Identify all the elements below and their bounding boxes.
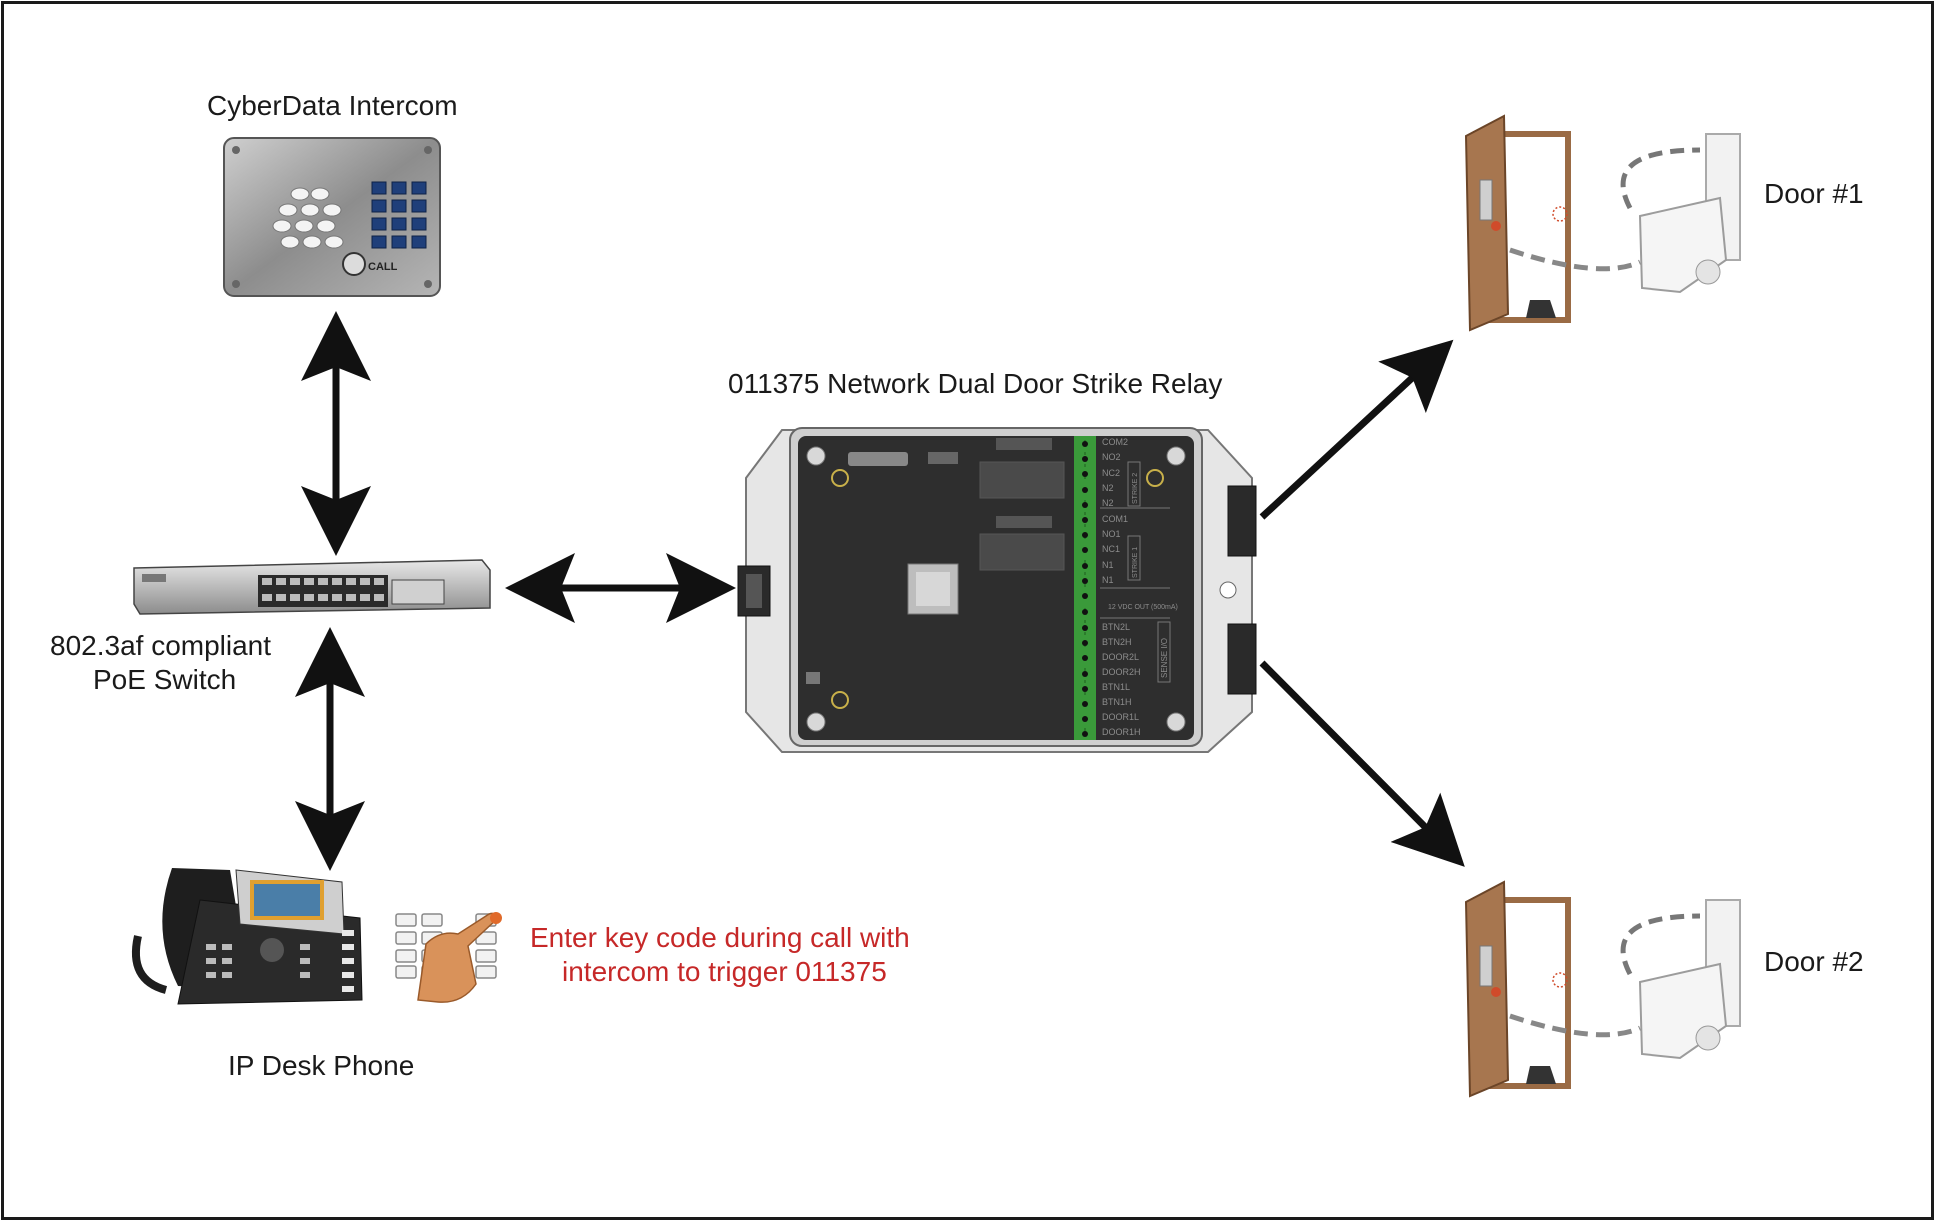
- terminal-label: BTN2L: [1102, 622, 1130, 632]
- terminal-label: BTN2H: [1102, 637, 1132, 647]
- ip-desk-phone: [131, 868, 363, 1005]
- terminal-power-label: 12 VDC OUT (500mA): [1108, 604, 1178, 611]
- terminal-label: NO1: [1102, 529, 1121, 539]
- switch-label-line2: PoE Switch: [93, 664, 237, 695]
- relay-label: 011375 Network Dual Door Strike Relay: [728, 368, 1223, 399]
- call-button: [342, 252, 366, 276]
- terminal-group-label: STRIKE 1: [1132, 547, 1139, 578]
- call-button-label: CALL: [368, 261, 398, 273]
- terminal-label: N2: [1102, 498, 1114, 508]
- terminal-label: NO2: [1102, 452, 1121, 462]
- connection-arrows: [295, 311, 1465, 871]
- terminal-label: NC2: [1102, 468, 1120, 478]
- terminal-group-label: STRIKE 2: [1132, 473, 1139, 504]
- terminal-label: DOOR1H: [1102, 727, 1141, 737]
- terminal-label: COM1: [1102, 514, 1128, 524]
- switch-label-line1: 802.3af compliant: [50, 630, 272, 661]
- door-1-label: Door #1: [1764, 178, 1864, 209]
- terminal-label: N1: [1102, 560, 1114, 570]
- terminal-label: COM2: [1102, 437, 1128, 447]
- terminal-label: DOOR2L: [1102, 652, 1139, 662]
- keypad-hand-icon: [395, 912, 502, 1003]
- terminal-label: BTN1L: [1102, 682, 1130, 692]
- speaker-grille: [272, 187, 344, 249]
- terminal-label: N1: [1102, 575, 1114, 585]
- terminal-group-label: SENSE I/O: [1160, 638, 1169, 678]
- terminal-label: BTN1H: [1102, 697, 1132, 707]
- relay-device: COM2 NO2 NC2 N2 N2 COM1 NO1 NC1 N1 N1 12…: [737, 427, 1257, 753]
- keycode-note-line2: intercom to trigger 011375: [562, 956, 887, 987]
- phone-label: IP Desk Phone: [228, 1050, 415, 1081]
- arrow-relay-door2: [1259, 660, 1465, 867]
- door-1-illustration: [1464, 114, 1741, 332]
- terminal-label: DOOR1L: [1102, 712, 1139, 722]
- intercom-label: CyberData Intercom: [207, 90, 458, 121]
- keypad: [371, 181, 427, 249]
- terminal-label: N2: [1102, 483, 1114, 493]
- terminal-label: NC1: [1102, 544, 1120, 554]
- intercom-device: CALL: [223, 137, 441, 297]
- terminal-label: DOOR2H: [1102, 667, 1141, 677]
- keycode-note-line1: Enter key code during call with: [530, 922, 910, 953]
- door-2-illustration: [1464, 880, 1741, 1098]
- arrow-relay-door1: [1259, 339, 1454, 520]
- poe-switch-device: [133, 559, 491, 615]
- door-2-label: Door #2: [1764, 946, 1864, 977]
